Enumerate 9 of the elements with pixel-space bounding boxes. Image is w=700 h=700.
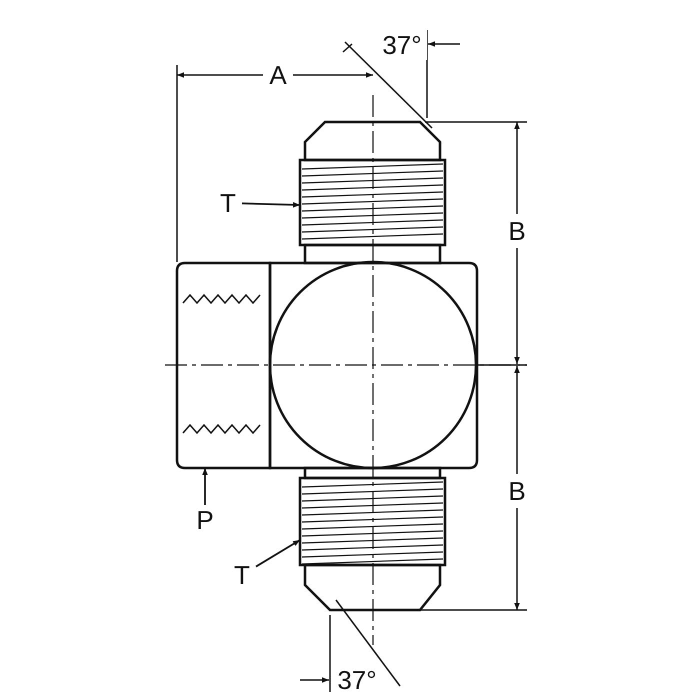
part-label: T bbox=[228, 560, 256, 590]
part-label: P bbox=[191, 505, 219, 535]
leader-line bbox=[202, 468, 208, 505]
pipe-thread-port bbox=[176, 262, 272, 470]
leader-line bbox=[256, 539, 300, 568]
thread-section bbox=[298, 476, 446, 566]
part-label: T bbox=[214, 188, 242, 218]
thread-section bbox=[298, 158, 446, 246]
leader-line bbox=[242, 202, 300, 208]
